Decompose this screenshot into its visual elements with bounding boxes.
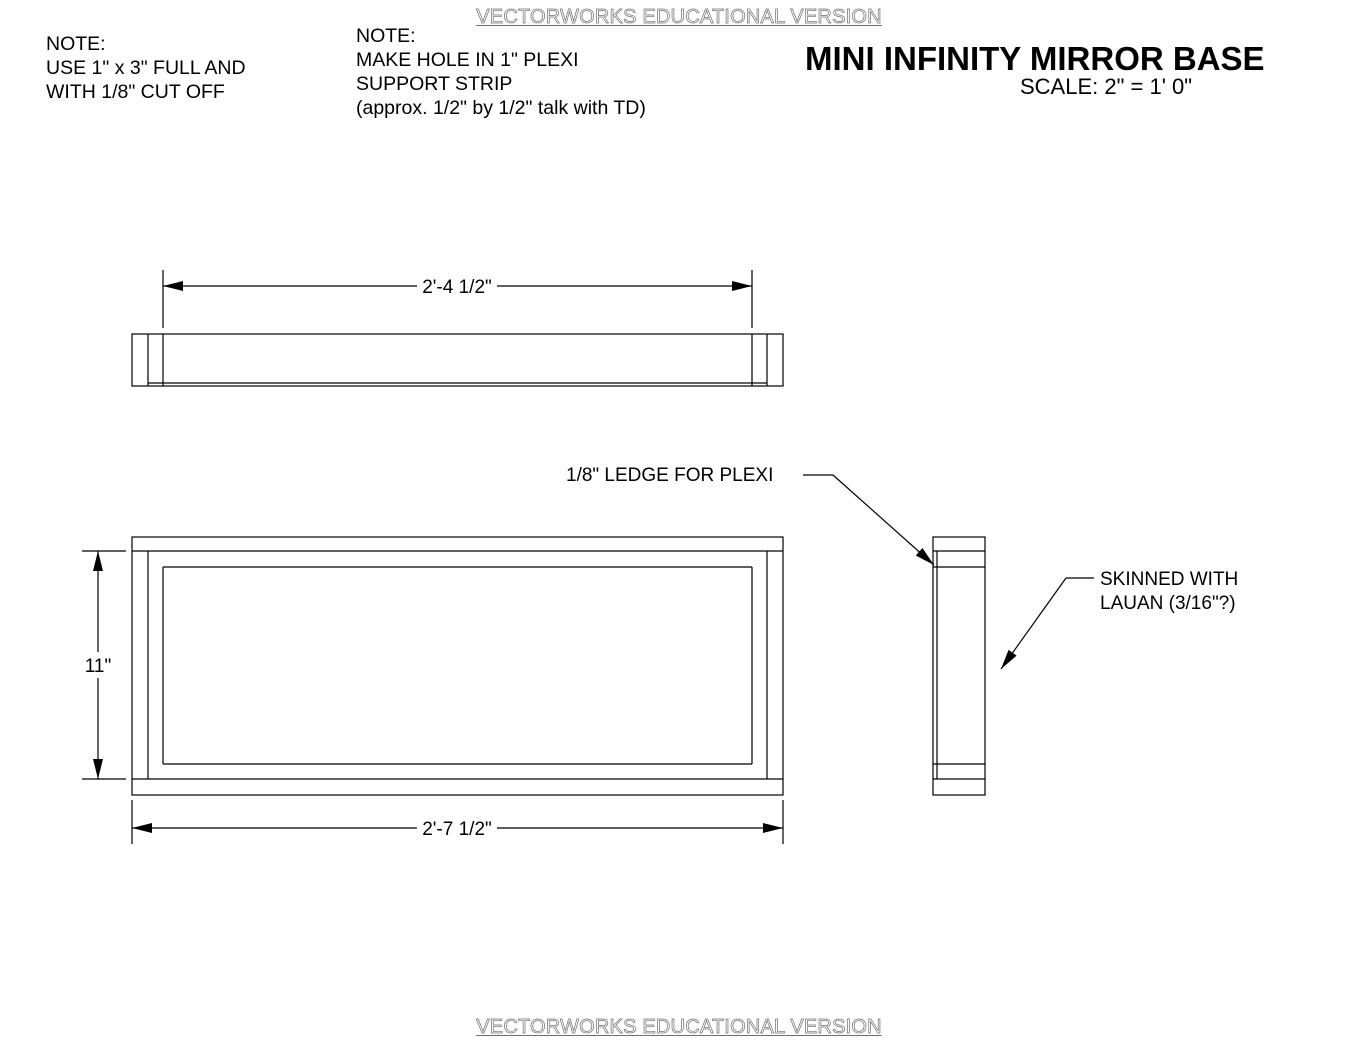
dimension-height [82,550,126,780]
note-left-line: NOTE: [46,33,106,55]
leader-line [1000,577,1067,670]
watermark-bottom: VECTORWORKS EDUCATIONAL VERSION [476,1016,882,1039]
note-center-line: MAKE HOLE IN 1" PLEXI [356,49,579,71]
dimension-top-width-label: 2'-4 1/2" [422,277,492,298]
front-view [131,536,784,796]
note-center-line: (approx. 1/2" by 1/2" talk with TD) [356,97,646,119]
side-view-outer [932,536,986,796]
side-view [932,536,986,796]
note-center: NOTE: MAKE HOLE IN 1" PLEXI SUPPORT STRI… [356,24,646,120]
drawing-title: MINI INFINITY MIRROR BASE [805,40,1265,77]
dimension-top-width [162,270,753,328]
dimension-outer-width [131,800,784,844]
ledge-leader [803,474,935,566]
skin-callout-label-line1: SKINNED WITH [1100,569,1238,590]
note-center-line: SUPPORT STRIP [356,73,513,95]
ledge-callout-label: 1/8" LEDGE FOR PLEXI [566,465,773,486]
watermark-top: VECTORWORKS EDUCATIONAL VERSION [476,6,882,29]
note-left-line: USE 1" x 3" FULL AND [46,57,246,79]
skin-callout-label-line2: LAUAN (3/16"?) [1100,593,1236,614]
leader-line [832,474,935,566]
skin-leader [1000,577,1094,670]
note-left-line: WITH 1/8" CUT OFF [46,81,225,103]
front-view-outer [131,536,784,796]
dimension-height-label: 11" [85,656,111,677]
top-view-outer [131,333,784,387]
dimension-outer-width-label: 2'-7 1/2" [422,819,492,840]
top-view [131,333,784,387]
note-center-line: NOTE: [356,25,416,47]
drawing-scale: SCALE: 2" = 1' 0" [1020,74,1193,99]
note-left: NOTE: USE 1" x 3" FULL AND WITH 1/8" CUT… [46,32,246,104]
